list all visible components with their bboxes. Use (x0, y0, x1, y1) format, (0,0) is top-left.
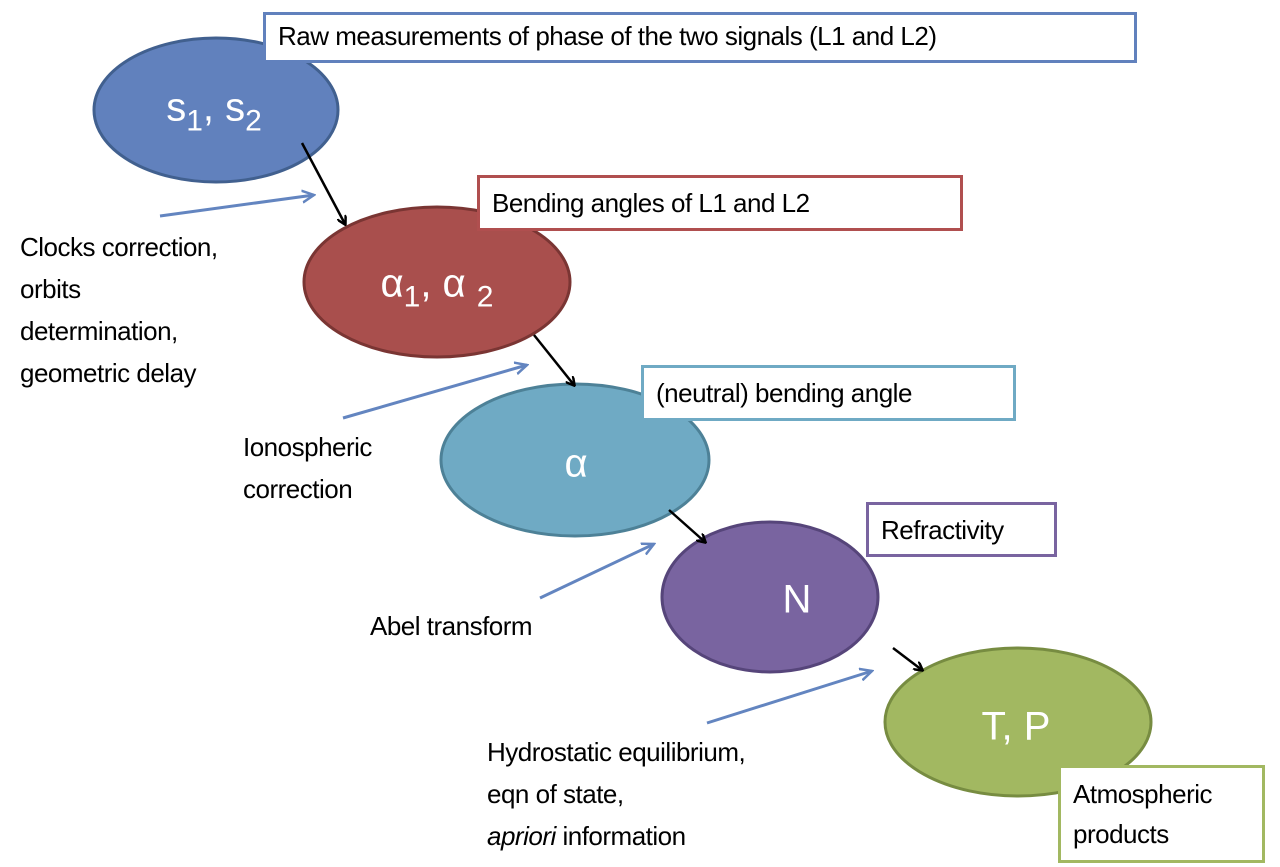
input-arrow-4 (706, 671, 872, 725)
node-label-alpha: α (564, 441, 588, 486)
flow-arrow-3 (668, 509, 705, 542)
node-label-tp: T, P (981, 704, 1051, 749)
desc-neutral-bending-angle: (neutral) bending angle (641, 365, 1016, 421)
process-abel: Abel transform (370, 611, 533, 641)
desc-raw-measurements: Raw measurements of phase of the two sig… (263, 12, 1137, 63)
node-alpha1-alpha2 (302, 205, 572, 359)
input-arrow-3 (539, 544, 654, 600)
input-arrow-2 (342, 365, 527, 420)
flow-arrow-1 (300, 142, 345, 224)
input-arrow-1 (159, 195, 314, 218)
process-hydrostatic: Hydrostatic equilibrium,eqn of state,apr… (487, 737, 746, 851)
desc-bending-angles: Bending angles of L1 and L2 (477, 175, 963, 231)
flow-arrow-4 (892, 647, 922, 670)
node-s1-s2 (92, 36, 340, 184)
node-label-s: s1, s2 (166, 85, 262, 138)
desc-refractivity: Refractivity (866, 502, 1057, 557)
node-label-n: N (782, 577, 812, 622)
node-n (660, 520, 880, 674)
node-label-alpha12: α1, α 2 (380, 261, 494, 314)
flow-arrow-2 (533, 334, 574, 385)
node-tp (883, 646, 1153, 798)
